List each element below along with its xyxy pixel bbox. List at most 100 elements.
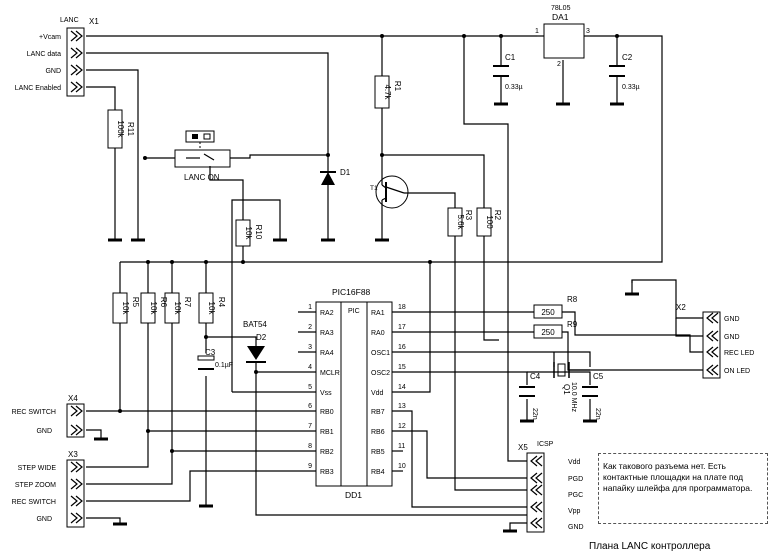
connector-x1: LANC X1 +Vcam LANC data GND LANC Enabled bbox=[15, 17, 99, 97]
x1-pin-label: LANC Enabled bbox=[15, 85, 61, 92]
connector-pin-chevron bbox=[75, 495, 83, 507]
connector-pin-chevron bbox=[70, 47, 78, 59]
t1-ref: T1 bbox=[370, 185, 378, 192]
x4-ref: X4 bbox=[68, 394, 78, 403]
capacitors: C1 0.33µ C2 0.33µ C3 0.1µF C4 22n C5 22n bbox=[197, 53, 640, 420]
diode-d2: BAT54 D2 bbox=[243, 320, 267, 363]
x5-pin-label: GND bbox=[568, 524, 584, 531]
r11-value: 100k bbox=[116, 120, 125, 138]
r9-ref: R9 bbox=[567, 320, 578, 329]
r7-ref: R7 bbox=[183, 297, 192, 308]
connector-pin-chevron bbox=[75, 30, 83, 42]
q1-value: 10.0 MHz bbox=[570, 382, 577, 412]
mcu-pin-number: 3 bbox=[308, 344, 312, 351]
mcu-pin-number: 18 bbox=[398, 304, 406, 311]
r3-value: 5.6k bbox=[456, 214, 465, 230]
r1-ref: R1 bbox=[393, 81, 402, 92]
x5-pin-label: PGD bbox=[568, 476, 583, 483]
connector-pin-chevron bbox=[711, 346, 719, 358]
mcu-pin-name: RA4 bbox=[320, 350, 334, 357]
c1-ref: C1 bbox=[505, 53, 516, 62]
connector-pin-chevron bbox=[706, 364, 714, 376]
mcu-pin-number: 1 bbox=[308, 304, 312, 311]
crystal-q1: Q1 10.0 MHz bbox=[553, 362, 590, 412]
r2-value: 100 bbox=[485, 215, 494, 229]
note-text: Как такового разъема нет. Есть контактны… bbox=[603, 461, 753, 493]
c1-value: 0.33µ bbox=[505, 84, 523, 91]
connector-pin-chevron bbox=[75, 512, 83, 524]
x5-pin-label: Vdd bbox=[568, 459, 581, 466]
switch-label: LANC ON bbox=[184, 173, 220, 182]
connector-pin-chevron bbox=[535, 517, 543, 529]
da1-pin1: 1 bbox=[535, 28, 539, 35]
wires bbox=[86, 34, 703, 530]
mcu-pin-name: RA1 bbox=[371, 310, 385, 317]
x2-pin-label: REC LED bbox=[724, 350, 754, 357]
r4-value: 10k bbox=[207, 302, 216, 316]
connector-pin-chevron bbox=[706, 346, 714, 358]
mcu-pin-number: 9 bbox=[308, 463, 312, 470]
mcu-pin-name: RA3 bbox=[320, 330, 334, 337]
x3-pin-label: STEP ZOOM bbox=[15, 482, 56, 489]
mcu-pin-number: 14 bbox=[398, 384, 406, 391]
mcu-pin-number: 5 bbox=[308, 384, 312, 391]
connector-pin-chevron bbox=[711, 312, 719, 324]
mcu-part: PIC16F88 bbox=[332, 287, 371, 297]
connector-x5: X5 ICSP Vdd PGD PGC Vpp GND bbox=[518, 441, 584, 533]
connector-pin-chevron bbox=[75, 47, 83, 59]
r8-value: 250 bbox=[541, 308, 555, 317]
r1-value: 4.7k bbox=[383, 84, 392, 100]
r4-ref: R4 bbox=[217, 297, 226, 308]
connector-pin-chevron bbox=[70, 461, 78, 473]
x4-pin-label: GND bbox=[36, 428, 52, 435]
r5-ref: R5 bbox=[131, 297, 140, 308]
d1-ref: D1 bbox=[340, 168, 351, 177]
d2-part: BAT54 bbox=[243, 320, 267, 329]
regulator-da1: 78L05 DA1 1 3 2 bbox=[535, 5, 590, 68]
x3-pin-label: REC SWITCH bbox=[12, 499, 56, 506]
connector-pin-chevron bbox=[535, 501, 543, 513]
x2-pin-label: GND bbox=[724, 316, 740, 323]
r3-ref: R3 bbox=[464, 210, 473, 221]
x2-pin-label: ON LED bbox=[724, 368, 750, 375]
mcu-dd1: PIC16F88 PIC DD1 1RA22RA33RA44MCLR5Vss6R… bbox=[308, 287, 406, 500]
r8-ref: R8 bbox=[567, 295, 578, 304]
mcu-pin-number: 2 bbox=[308, 324, 312, 331]
connector-pin-chevron bbox=[70, 81, 78, 93]
mcu-pin-name: RB6 bbox=[371, 429, 385, 436]
x1-pin-label: LANC data bbox=[27, 51, 61, 58]
connector-pin-chevron bbox=[70, 30, 78, 42]
x1-ref: X1 bbox=[89, 17, 99, 26]
connector-pin-chevron bbox=[75, 461, 83, 473]
note-box: Как такового разъема нет. Есть контактны… bbox=[598, 453, 768, 524]
connector-pin-chevron bbox=[70, 405, 78, 417]
mcu-pin-number: 12 bbox=[398, 423, 406, 430]
mcu-pin-number: 10 bbox=[398, 463, 406, 470]
resistors: 100k R11 4.7k R1 10k R10 5.6k R3 100 R2 … bbox=[107, 75, 578, 339]
connector-pin-chevron bbox=[711, 330, 719, 342]
mcu-pin-name: MCLR bbox=[320, 370, 340, 377]
q1-ref: Q1 bbox=[562, 384, 571, 395]
x5-pin-label: PGC bbox=[568, 492, 583, 499]
da1-part: 78L05 bbox=[551, 5, 571, 12]
connector-pin-chevron bbox=[530, 472, 538, 484]
mcu-center: PIC bbox=[348, 308, 360, 315]
x2-pin-label: GND bbox=[724, 334, 740, 341]
switch-lanc-on: LANC ON bbox=[174, 130, 231, 182]
mcu-pin-name: RB7 bbox=[371, 409, 385, 416]
connector-x4: X4 REC SWITCH GND bbox=[12, 394, 85, 438]
mcu-pin-number: 6 bbox=[308, 403, 312, 410]
c3-ref: C3 bbox=[205, 348, 216, 357]
d2-ref: D2 bbox=[256, 333, 267, 342]
r11-ref: R11 bbox=[126, 122, 135, 137]
da1-pin3: 3 bbox=[586, 28, 590, 35]
connector-pin-chevron bbox=[530, 517, 538, 529]
x1-pin-label: GND bbox=[45, 68, 61, 75]
mcu-pin-number: 13 bbox=[398, 403, 406, 410]
caption: Плана LANC контроллера bbox=[589, 541, 711, 552]
r9-value: 250 bbox=[541, 328, 555, 337]
connector-pin-chevron bbox=[706, 312, 714, 324]
x5-ref: X5 bbox=[518, 443, 528, 452]
mcu-pin-name: RB1 bbox=[320, 429, 334, 436]
mcu-pin-number: 4 bbox=[308, 364, 312, 371]
